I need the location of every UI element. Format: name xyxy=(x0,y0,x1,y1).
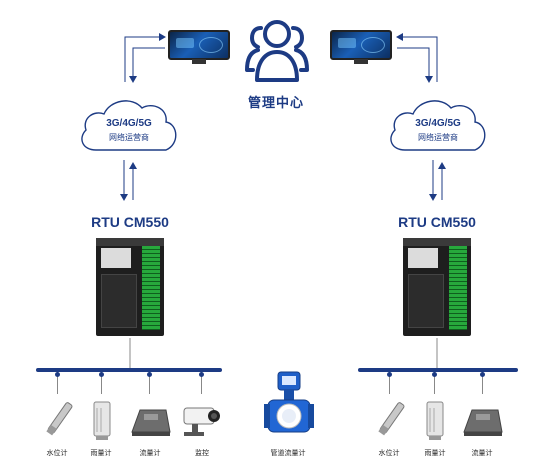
right-rtu-device-icon xyxy=(403,238,471,336)
network-carrier: 网络运营商 xyxy=(418,133,458,142)
device-label: 管道流量计 xyxy=(270,450,306,457)
drop-line xyxy=(482,372,483,394)
device-label: 流量计 xyxy=(471,450,493,457)
management-center-title: 管理中心 xyxy=(247,95,304,110)
surveillance-camera-icon xyxy=(183,407,220,436)
network-generation: 3G/4G/5G xyxy=(415,118,461,129)
bus-node xyxy=(432,372,437,377)
drop-line xyxy=(149,372,150,394)
rain-gauge-icon xyxy=(93,401,111,440)
arrow-right-monitor-to-cloud xyxy=(397,47,433,83)
rain-gauge-icon xyxy=(426,401,444,440)
bus-node xyxy=(147,372,152,377)
flow-meter-icon xyxy=(463,409,503,436)
drop-line xyxy=(101,372,102,394)
network-carrier: 网络运营商 xyxy=(109,133,149,142)
bus-node xyxy=(199,372,204,377)
left-monitor-icon xyxy=(168,30,230,64)
water-level-meter-icon xyxy=(46,402,73,436)
arrow-left-monitor-to-cloud xyxy=(129,47,165,83)
network-generation: 3G/4G/5G xyxy=(106,118,152,129)
arrow-left-cloud-to-monitor xyxy=(124,33,166,82)
management-center-icon xyxy=(245,20,309,82)
cloud-icon xyxy=(81,100,177,151)
left-network-cloud: 3G/4G/5G 网络运营商 xyxy=(74,94,184,156)
left-rtu-device-icon xyxy=(96,238,164,336)
water-level-meter-icon xyxy=(378,402,405,436)
left-device-bus xyxy=(36,368,222,372)
bus-node xyxy=(99,372,104,377)
pipe-flow-meter-icon xyxy=(264,371,314,433)
drop-line xyxy=(389,372,390,394)
bus-node xyxy=(480,372,485,377)
right-network-cloud: 3G/4G/5G 网络运营商 xyxy=(383,94,493,156)
right-rtu-title: RTU CM550 xyxy=(398,214,476,230)
drop-line xyxy=(57,372,58,394)
right-monitor-icon xyxy=(330,30,392,64)
right-device-bus xyxy=(358,368,518,372)
device-label: 雨量计 xyxy=(424,450,446,457)
left-rtu-title: RTU CM550 xyxy=(91,214,169,230)
arrow-right-cloud-to-monitor xyxy=(396,33,438,82)
device-label: 水位计 xyxy=(46,450,68,457)
device-label: 水位计 xyxy=(378,450,400,457)
cloud-icon xyxy=(390,100,486,151)
device-label: 雨量计 xyxy=(90,450,112,457)
bus-node xyxy=(387,372,392,377)
device-label: 流量计 xyxy=(139,450,161,457)
flow-meter-icon xyxy=(131,409,171,436)
bus-node xyxy=(55,372,60,377)
device-label: 监控 xyxy=(195,450,209,457)
drop-line xyxy=(201,372,202,394)
drop-line xyxy=(434,372,435,394)
